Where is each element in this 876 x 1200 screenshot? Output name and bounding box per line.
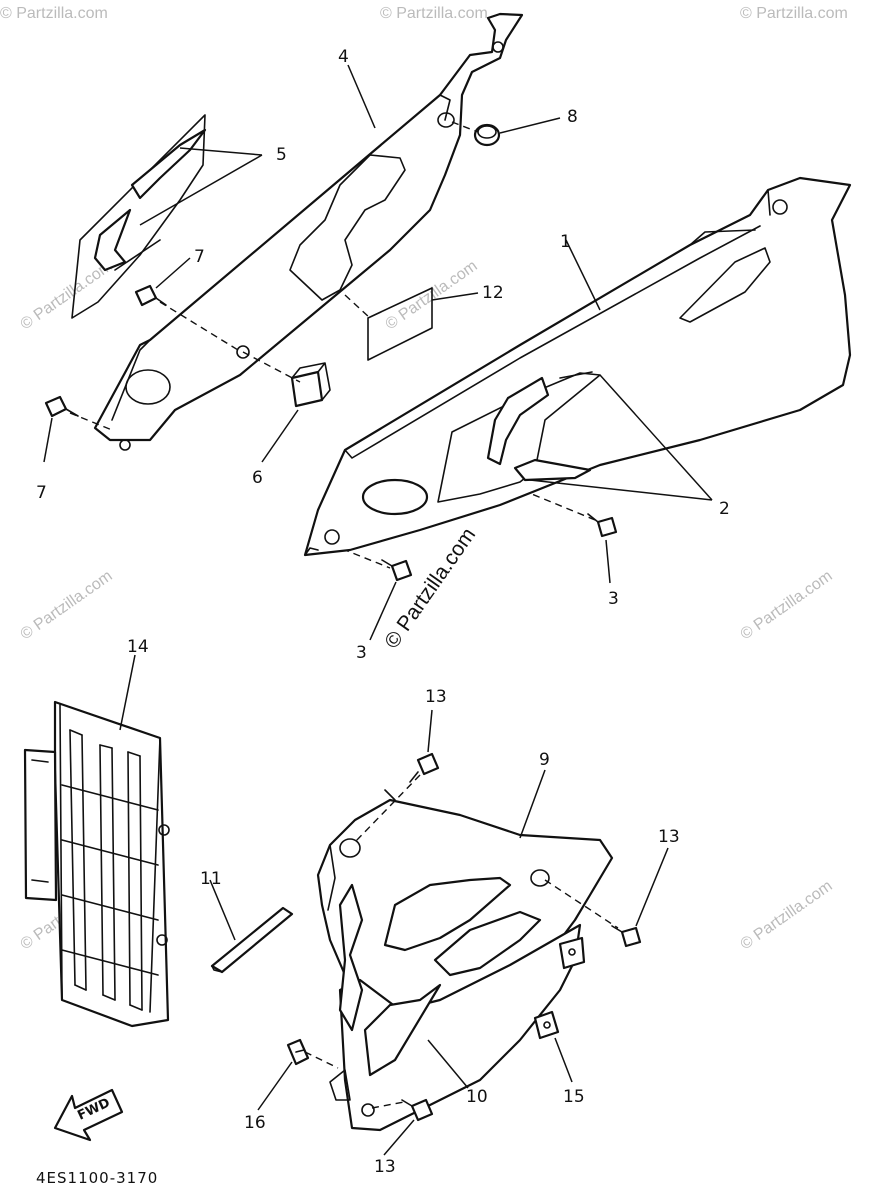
part-13-screw-bottom (401, 1098, 434, 1122)
part-13-screw-right (611, 925, 642, 948)
part-4-left-side-cover (93, 12, 524, 451)
callout-3-right: 3 (608, 589, 619, 609)
part-7-screw-lower (44, 395, 79, 418)
callout-7-upper: 7 (194, 247, 205, 267)
part-6-pad (290, 362, 331, 408)
leader-lines (43, 64, 713, 1156)
watermark-right-3: © Partzilla.com (738, 878, 836, 954)
callout-11: 11 (200, 869, 222, 889)
callout-6: 6 (252, 468, 263, 488)
callout-12: 12 (482, 283, 504, 303)
watermark-left-2: © Partzilla.com (18, 568, 116, 644)
callout-1: 1 (560, 232, 571, 252)
watermark-top-left: © Partzilla.com (0, 5, 108, 22)
watermark-right-2: © Partzilla.com (738, 568, 836, 644)
callout-9: 9 (539, 750, 550, 770)
part-1-right-side-cover (303, 176, 852, 557)
callout-4: 4 (338, 47, 349, 67)
diagram-code: 4ES1100-3170 (36, 1169, 158, 1187)
callout-13-bottom: 13 (374, 1157, 396, 1177)
part-8-grommet (473, 123, 501, 147)
assembly-lines-lower (304, 774, 619, 1109)
callout-14: 14 (127, 637, 149, 657)
watermark-left-1: © Partzilla.com (18, 258, 116, 334)
callout-13-top: 13 (425, 687, 447, 707)
callout-numbers: 4 5 7 8 1 12 6 7 2 3 3 14 13 9 13 11 15 … (36, 47, 730, 1177)
part-10-shroud-lower (329, 883, 586, 1132)
part-12-label (367, 287, 433, 361)
part-14-radiator-guard (23, 700, 170, 1028)
callout-13-right: 13 (658, 827, 680, 847)
part-3-screw-right (587, 513, 618, 538)
callout-7-lower: 7 (36, 483, 47, 503)
part-11-rod (210, 906, 294, 974)
part-16-clip (286, 1038, 310, 1066)
part-7-screw-upper (134, 284, 167, 307)
part-2-graphic-decal (437, 371, 601, 503)
part-9-radiator-shroud (316, 789, 614, 1020)
callout-5: 5 (276, 145, 287, 165)
watermark-top-right: © Partzilla.com (740, 5, 848, 22)
callout-2: 2 (719, 499, 730, 519)
fwd-arrow: FWD (53, 1088, 124, 1142)
callout-3-lower: 3 (356, 643, 367, 663)
callout-8: 8 (567, 107, 578, 127)
callout-10: 10 (466, 1087, 488, 1107)
watermark-center-main: © Partzilla.com (380, 524, 480, 653)
part-3-screw-lower (381, 559, 413, 582)
callout-15: 15 (563, 1087, 585, 1107)
part-5-graphic-decal (71, 114, 207, 319)
part-13-screw-top (409, 752, 440, 783)
watermark-top-center: © Partzilla.com (380, 5, 488, 22)
callout-16: 16 (244, 1113, 266, 1133)
part-15-clip-nut (533, 1010, 560, 1040)
